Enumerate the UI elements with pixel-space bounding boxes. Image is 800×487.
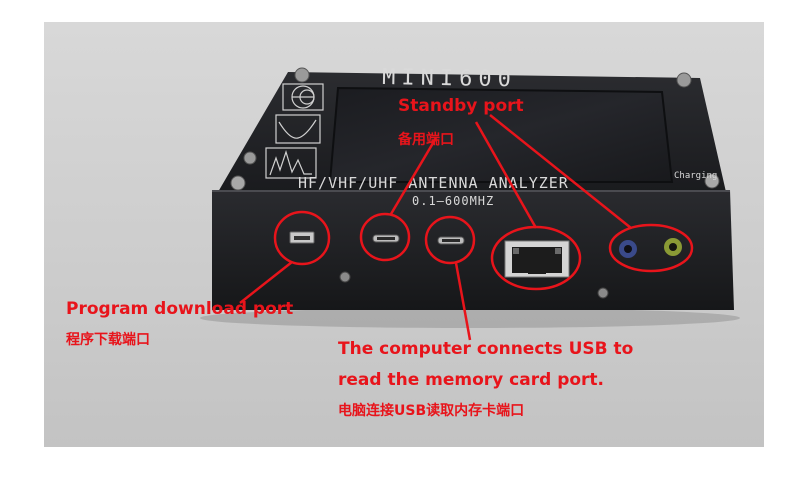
swr-curve-icon bbox=[275, 114, 321, 144]
circle-audio-jacks bbox=[608, 223, 694, 273]
usb-port-label-zh: 电脑连接USB读取内存卡端口 bbox=[338, 403, 525, 419]
usb-port-label-en-line2: read the memory card port. bbox=[338, 370, 605, 390]
smith-chart-icon bbox=[282, 83, 324, 111]
device-model-line: HF/VHF/UHF ANTENNA ANALYZER bbox=[298, 174, 569, 192]
device-range-line: 0.1—600MHZ bbox=[412, 194, 494, 208]
screw-top-left bbox=[294, 67, 310, 83]
leader-standby-center bbox=[474, 121, 538, 229]
mini-usb-port bbox=[289, 231, 315, 244]
circle-computer-usb-port bbox=[424, 215, 476, 265]
program-port-label-zh: 程序下载端口 bbox=[66, 332, 150, 348]
circle-program-port bbox=[273, 210, 331, 266]
leader-program bbox=[239, 261, 293, 304]
lcd-screen bbox=[328, 86, 674, 183]
charging-label: Charging bbox=[674, 171, 717, 181]
standby-port-label-en: Standby port bbox=[398, 96, 524, 116]
leader-standby-left bbox=[389, 137, 438, 215]
leader-computer-usb bbox=[454, 262, 472, 341]
screw-mid-left bbox=[243, 151, 257, 165]
usb-port-label-en-line1: The computer connects USB to bbox=[338, 339, 634, 359]
device-brand: MINI600 bbox=[382, 65, 517, 92]
screw-bottom-left bbox=[230, 175, 246, 191]
micro-usb-port-standby bbox=[372, 234, 400, 243]
ethernet-port bbox=[504, 240, 570, 278]
circle-standby-port bbox=[359, 212, 411, 262]
standby-port-label-zh: 备用端口 bbox=[398, 132, 454, 148]
screw-bottom-right bbox=[704, 173, 720, 189]
micro-usb-port-computer bbox=[437, 236, 465, 245]
leader-standby-right bbox=[489, 114, 632, 229]
audio-jack-green bbox=[664, 238, 682, 256]
spectrum-icon bbox=[265, 147, 317, 179]
program-port-label-en: Program download port bbox=[66, 299, 294, 319]
screw-front-left bbox=[339, 271, 351, 283]
audio-jack-blue bbox=[619, 240, 637, 258]
screw-front-right bbox=[597, 287, 609, 299]
screw-top-right bbox=[676, 72, 692, 88]
